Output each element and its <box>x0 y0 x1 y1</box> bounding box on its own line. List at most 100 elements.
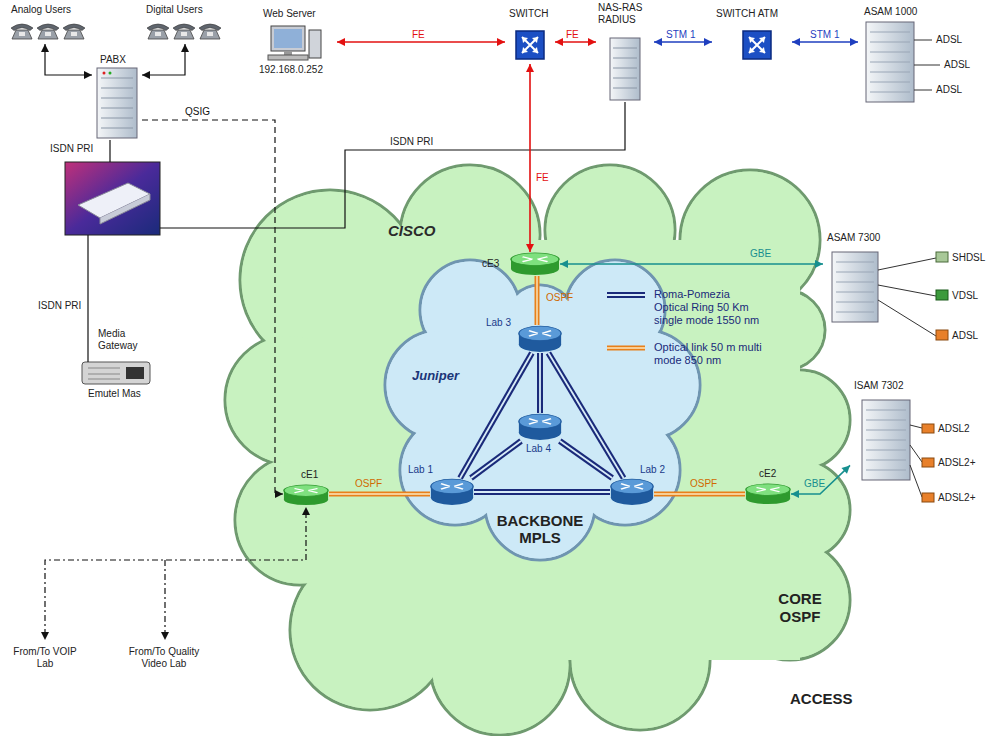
asam7300-cabinet <box>936 330 948 340</box>
asam7300-cabinet <box>832 252 878 322</box>
network-link <box>460 353 532 478</box>
link-core <box>474 491 610 493</box>
equipment-node: ASAM 1000 <box>858 4 924 104</box>
annotation-label: VDSL <box>952 290 978 302</box>
link-core <box>548 353 623 478</box>
network-link <box>548 353 623 478</box>
arrow-head <box>84 71 92 79</box>
device-label: SWITCH ATM <box>716 8 778 20</box>
cloud-title: CORE OSPF <box>770 590 830 626</box>
network-link <box>474 492 610 493</box>
switch-icon <box>516 31 544 59</box>
link-line <box>555 41 596 43</box>
network-cloud: CISCOCORE OSPFJuniperBACKBONE MPLSLab 3L… <box>220 132 920 736</box>
cloud-title: CISCO <box>388 222 436 240</box>
link-line <box>329 492 430 497</box>
isdn-wires <box>160 102 625 228</box>
link-label: OSPF <box>690 478 717 490</box>
equipment-node: Analog Users <box>5 4 93 44</box>
router-arrows <box>621 484 643 490</box>
lab-links <box>161 632 169 640</box>
network-link <box>791 465 850 498</box>
router-arrows <box>523 257 548 262</box>
legend-row: Optical link 50 m multi mode 850 nm <box>606 341 762 367</box>
annotation-label: ADSL <box>944 59 970 71</box>
annotation-label: ADSL <box>936 84 962 96</box>
link-line <box>791 465 850 494</box>
network-link <box>537 276 538 325</box>
link-line <box>654 41 712 43</box>
link-line <box>471 441 521 478</box>
arrow-head <box>275 490 283 498</box>
equipment-node: Web Server192.168.0.252 <box>255 6 337 78</box>
network-link <box>560 441 612 478</box>
arrow-head <box>142 71 150 79</box>
pabx-cabinet <box>101 78 133 128</box>
network-link <box>560 260 823 268</box>
link-line <box>529 64 531 252</box>
link-label: QSIG <box>185 106 210 118</box>
router-top <box>431 479 473 494</box>
equipment-node: Media GatewayEmutel Mas <box>80 326 172 404</box>
arrow-head <box>815 260 823 268</box>
router-node: cE2 <box>745 483 791 505</box>
cloud-title: BACKBONE MPLS <box>485 512 595 546</box>
router-node: Lab 1 <box>430 478 474 506</box>
annotation-label: ISDN PRI <box>390 136 433 148</box>
network-link <box>41 44 92 79</box>
lab-links <box>45 512 306 632</box>
device-label: SWITCH <box>509 8 548 20</box>
legend-line <box>607 294 645 296</box>
web-server-icon <box>274 29 302 48</box>
isam7302-cabinet <box>922 458 934 467</box>
arrow-head <box>850 38 858 46</box>
asam1000-cabinet <box>914 40 940 90</box>
router-node: Lab 4 <box>518 413 562 441</box>
router-label: Lab 3 <box>486 317 511 329</box>
router-top <box>611 479 653 494</box>
link-core <box>536 276 537 325</box>
annotation-label: From/To Quality Video Lab <box>116 646 212 670</box>
link-core <box>654 493 745 494</box>
annotation-label: ADSL <box>936 34 962 46</box>
device-label: Digital Users <box>146 4 203 16</box>
annotation-label: ADSL2+ <box>938 492 976 504</box>
isdn-wires <box>88 102 625 362</box>
isam7302-cabinet <box>866 410 906 470</box>
router-node: cE3 <box>510 252 560 276</box>
router-top <box>519 326 561 341</box>
pabx-cabinet <box>97 68 137 138</box>
device-label: Analog Users <box>11 4 71 16</box>
router-arrows <box>295 488 318 492</box>
annotation-label: ACCESS <box>790 690 853 708</box>
isdn-card-image <box>65 162 160 235</box>
annotation-label: From/To VOIP Lab <box>8 646 82 670</box>
pabx-cabinet <box>109 72 112 75</box>
media-gateway-icon <box>88 368 120 379</box>
link-line <box>537 353 543 413</box>
router-arrows <box>529 331 551 337</box>
isam7302-cabinet <box>922 424 934 433</box>
link-line <box>474 489 610 495</box>
router-node: Lab 3 <box>518 325 562 353</box>
equipment-node: ISAM 7302 <box>850 380 920 484</box>
device-label: ISAM 7302 <box>854 380 903 392</box>
equipment-node: SWITCH ATM <box>712 6 792 64</box>
web-server-icon <box>309 30 321 58</box>
device-label: Web Server <box>263 8 316 20</box>
arrow-head <box>337 38 345 46</box>
lab-links <box>302 507 310 515</box>
lab-links <box>41 507 310 640</box>
network-link <box>526 64 534 252</box>
router-top <box>511 253 559 265</box>
network-link <box>471 441 521 478</box>
link-label: STM 1 <box>666 29 695 41</box>
router-top <box>746 484 790 495</box>
asam7300-cabinet <box>936 290 948 300</box>
link-label: GBE <box>750 248 771 260</box>
link-line <box>792 41 858 43</box>
device-label: Media Gateway <box>98 328 158 352</box>
web-server-icon <box>268 55 308 60</box>
